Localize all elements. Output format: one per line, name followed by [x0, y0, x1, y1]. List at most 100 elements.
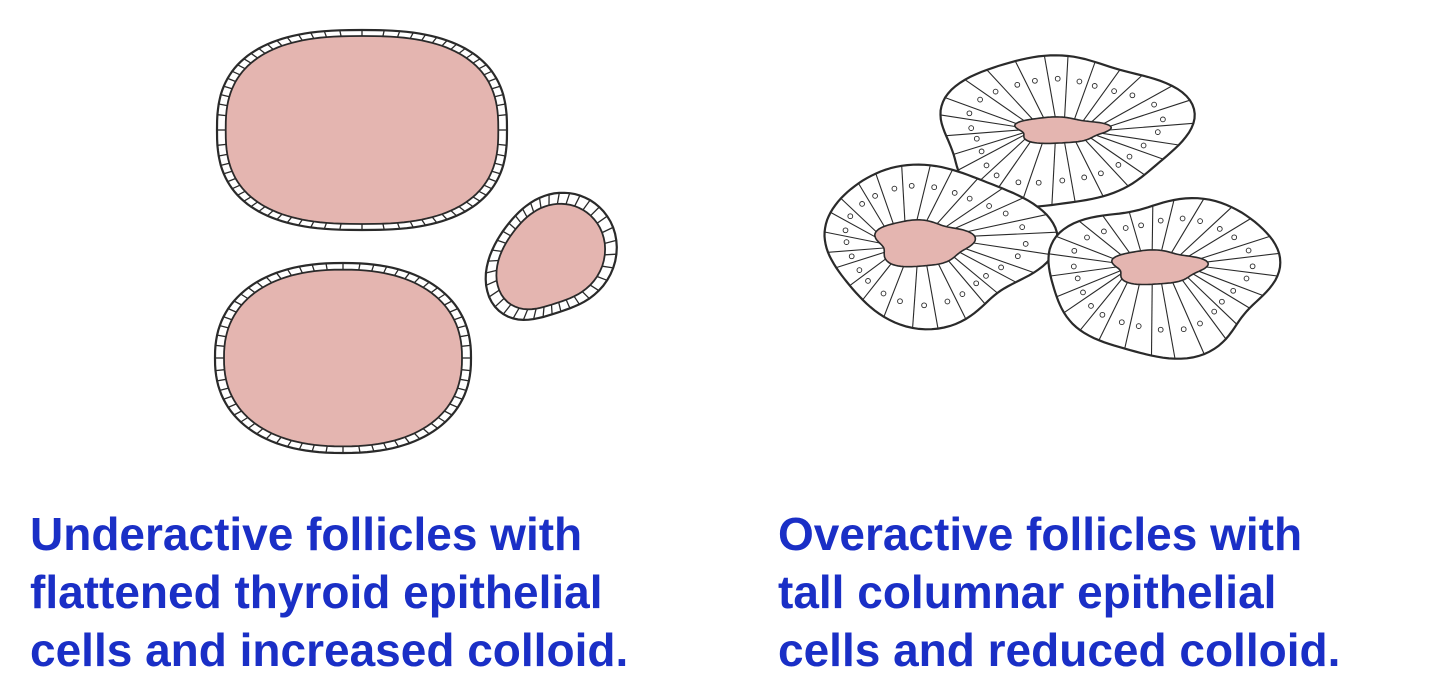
flat-cell-boundary [431, 36, 438, 44]
flat-cell-boundary [233, 410, 242, 416]
colloid [223, 268, 463, 448]
columnar-cell-boundary [1051, 143, 1056, 206]
flat-cell-boundary [574, 195, 581, 207]
flat-cell-boundary [488, 259, 499, 262]
nucleus [1084, 234, 1090, 241]
columnar-cell-boundary [1128, 211, 1142, 252]
columnar-cell-boundary [912, 266, 918, 328]
flat-cell-boundary [231, 70, 241, 76]
flat-cell-boundary [311, 264, 315, 272]
flat-cell-boundary [514, 215, 522, 224]
flat-cell-boundary [453, 316, 463, 321]
flat-cell-boundary [449, 308, 459, 313]
flat-cell-boundary [441, 213, 448, 220]
nucleus [865, 278, 871, 284]
nucleus [931, 184, 938, 191]
nucleus [908, 182, 915, 189]
nucleus [1151, 101, 1157, 108]
colloid [495, 202, 607, 311]
flat-cell-boundary [298, 266, 303, 274]
flat-cell-boundary [532, 308, 537, 320]
nucleus [1154, 129, 1161, 135]
nucleus [842, 227, 849, 234]
flat-cell-boundary [522, 309, 529, 321]
flat-cell-boundary [604, 239, 617, 245]
flat-cell-boundary [394, 440, 400, 448]
flat-cell-boundary [383, 442, 388, 450]
flat-cell-boundary [430, 287, 439, 294]
columnar-cell-boundary [840, 197, 877, 233]
columnar-cell-boundary [1171, 198, 1205, 253]
columnar-cell-boundary [974, 231, 1057, 237]
columnar-cell-boundary [1103, 85, 1173, 124]
columnar-cell-boundary [836, 251, 885, 269]
flat-cell-boundary [396, 30, 401, 38]
flat-cell-boundary [220, 162, 230, 167]
underactive-follicle-small [484, 191, 618, 322]
columnar-cell-boundary [1056, 270, 1121, 298]
flat-cell-boundary [565, 299, 571, 309]
flat-cell-boundary [437, 293, 446, 300]
flat-cell-boundary [297, 34, 303, 41]
flat-cell-boundary [604, 253, 617, 256]
flat-cell-boundary [227, 177, 236, 183]
flat-cell-boundary [478, 190, 487, 196]
flat-cell-boundary [310, 221, 315, 228]
nucleus [973, 135, 980, 142]
nucleus [1135, 323, 1142, 329]
nucleus [1101, 228, 1107, 235]
nucleus [1099, 311, 1106, 318]
nucleus [966, 195, 973, 202]
flat-cell-boundary [227, 308, 237, 313]
flat-cell-boundary [371, 264, 375, 272]
flat-cell-boundary [382, 30, 385, 37]
columnar-cell-boundary [926, 265, 939, 329]
columnar-cell-boundary [953, 132, 1024, 155]
flat-cell-boundary [297, 219, 303, 226]
flat-cell-boundary [422, 281, 430, 288]
nucleus [1111, 88, 1117, 94]
nucleus [1070, 263, 1077, 270]
flat-cell-boundary [558, 302, 562, 312]
nucleus [1180, 326, 1187, 333]
flat-cell-boundary [542, 306, 545, 318]
flat-cell-boundary [323, 30, 328, 38]
columnar-cell-boundary [1161, 283, 1176, 359]
columnar-cell-boundary [1096, 134, 1164, 160]
columnar-cell-boundary [964, 79, 1025, 122]
nucleus [978, 148, 985, 155]
columnar-cell-boundary [849, 258, 886, 287]
columnar-cell-boundary [1048, 253, 1113, 264]
flat-cell-boundary [529, 202, 535, 213]
nucleus [1197, 320, 1203, 327]
flat-cell-boundary [496, 239, 507, 244]
flat-cell-boundary [494, 297, 505, 308]
flat-cell-boundary [485, 280, 497, 286]
columnar-cell-boundary [938, 263, 967, 320]
flat-cell-boundary [266, 210, 274, 217]
flat-cell-boundary [404, 272, 411, 280]
flat-cell-boundary [220, 93, 230, 98]
columnar-cell-boundary [1179, 206, 1233, 256]
flat-cell-boundary [409, 221, 414, 228]
nucleus [847, 213, 854, 220]
nucleus [1231, 234, 1238, 241]
flat-cell-boundary [227, 403, 237, 408]
nucleus [1160, 116, 1166, 123]
overactive-follicles-panel [823, 54, 1282, 360]
flat-cell-boundary [358, 445, 361, 453]
flat-cell-boundary [491, 170, 501, 175]
flat-cell-boundary [233, 300, 242, 306]
overactive-caption-line-1: Overactive follicles with [778, 508, 1303, 560]
underactive-caption-line-2: flattened thyroid epithelial [30, 566, 603, 618]
nucleus [944, 298, 951, 305]
flat-cell-boundary [276, 40, 283, 47]
flat-cell-boundary [488, 289, 500, 298]
follicle-illustration [213, 28, 1282, 455]
flat-cell-boundary [437, 416, 446, 423]
flat-cell-boundary [538, 197, 542, 209]
flat-cell-boundary [286, 36, 293, 44]
flat-cell-boundary [496, 153, 506, 157]
nucleus [891, 185, 898, 192]
columnar-cell-boundary [1188, 218, 1251, 257]
